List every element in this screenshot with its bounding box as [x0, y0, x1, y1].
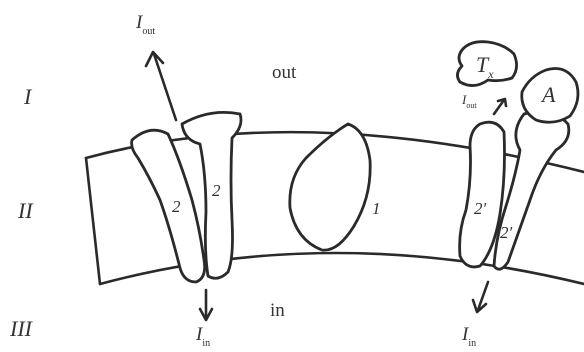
compartment-label-outside: out: [272, 62, 297, 83]
current-label-in-right: Iin: [461, 324, 476, 349]
channel-protein-left-outer: [132, 130, 205, 282]
ligand-label-a: A: [540, 82, 556, 107]
arrow-current-in-right: [473, 282, 488, 312]
membrane-bottom-edge: [100, 253, 584, 284]
channel-protein-center: [290, 124, 370, 250]
region-label-outside: I: [23, 84, 33, 109]
compartment-label-inside: in: [270, 300, 285, 321]
arrow-current-out-left: [146, 52, 176, 120]
protein-label-left-a: 2: [172, 197, 181, 216]
current-label-out-left: Iout: [135, 12, 155, 37]
arrow-current-in-left: [200, 290, 212, 320]
protein-label-left-b: 2: [212, 181, 221, 200]
current-label-in-left: Iin: [195, 324, 210, 349]
arrow-current-out-right: [494, 99, 506, 114]
membrane-left-edge: [86, 158, 100, 284]
protein-label-center: 1: [372, 199, 381, 218]
region-label-inside: III: [9, 316, 34, 341]
current-label-out-right: Iout: [461, 92, 477, 110]
protein-label-right-b: 2′: [500, 223, 513, 242]
region-label-membrane: II: [17, 198, 34, 223]
protein-label-right-a: 2′: [474, 199, 487, 218]
